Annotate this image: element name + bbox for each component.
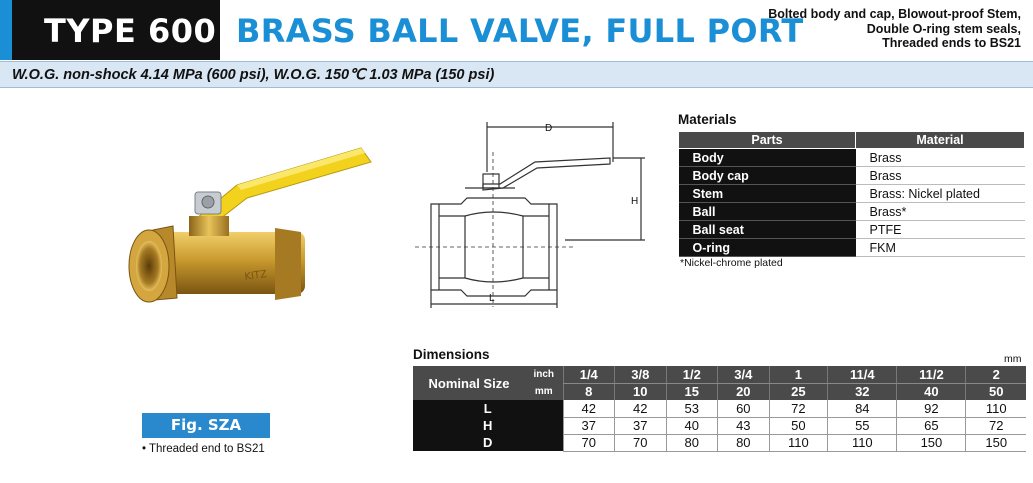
mm-size-cell: 8 <box>562 383 615 400</box>
dim-h-label: H <box>631 196 638 207</box>
table-row: H 37 37 40 43 50 55 65 72 <box>413 417 1026 435</box>
material-cell: Brass <box>855 148 1025 167</box>
mm-size-cell: 25 <box>768 383 828 400</box>
row-label: H <box>413 417 563 434</box>
value-cell: 72 <box>768 400 828 418</box>
type-label: TYPE 600 <box>44 12 217 50</box>
type-label-box: TYPE 600 <box>0 0 220 60</box>
table-row: D 70 70 80 80 110 110 150 150 <box>413 434 1026 452</box>
inch-size-cell: 2 <box>965 366 1026 384</box>
feature-note: Threaded ends to BS21 <box>882 36 1021 50</box>
part-cell: Ball <box>678 202 856 221</box>
valve-photo: KITZ <box>128 147 372 303</box>
material-cell: Brass* <box>855 202 1025 221</box>
pressure-spec: W.O.G. non-shock 4.14 MPa (600 psi), W.O… <box>12 67 495 83</box>
table-row: Body cap Brass <box>678 166 1025 185</box>
value-cell: 110 <box>965 400 1026 418</box>
mm-size-cell: 50 <box>965 383 1026 400</box>
inch-size-cell: 1/2 <box>665 366 718 384</box>
materials-heading: Materials <box>678 112 737 127</box>
material-cell: PTFE <box>855 220 1025 239</box>
dimensions-table: Nominal Size inch 1/4 3/8 1/2 3/4 1 11/4… <box>413 366 1026 452</box>
value-cell: 53 <box>665 400 718 418</box>
mm-size-cell: 40 <box>896 383 966 400</box>
part-cell: Stem <box>678 184 856 203</box>
pressure-spec-bar: W.O.G. non-shock 4.14 MPa (600 psi), W.O… <box>0 61 1033 88</box>
mm-size-cell: 20 <box>717 383 770 400</box>
value-cell: 92 <box>896 400 966 418</box>
feature-note: Bolted body and cap, Blowout-proof Stem, <box>768 7 1021 21</box>
dimensions-unit: mm <box>1004 353 1022 365</box>
row-label: D <box>413 434 563 451</box>
value-cell: 84 <box>827 400 897 418</box>
table-row: L 42 42 53 60 72 84 92 110 <box>413 400 1026 418</box>
material-cell: Brass <box>855 166 1025 185</box>
table-row: Ball seat PTFE <box>678 220 1025 239</box>
inch-size-cell: 3/8 <box>614 366 667 384</box>
table-row: Stem Brass: Nickel plated <box>678 184 1025 203</box>
col-parts: Parts <box>678 131 856 149</box>
value-cell: 55 <box>827 417 897 435</box>
value-cell: 42 <box>614 400 667 418</box>
mm-row: mm 8 10 15 20 25 32 40 50 <box>413 383 1026 400</box>
part-cell: Ball seat <box>678 220 856 239</box>
value-cell: 43 <box>717 417 770 435</box>
value-cell: 110 <box>827 434 897 452</box>
mm-size-cell: 32 <box>827 383 897 400</box>
value-cell: 150 <box>896 434 966 452</box>
inch-size-cell: 1/4 <box>562 366 615 384</box>
mm-size-cell: 10 <box>614 383 667 400</box>
feature-note: Double O-ring stem seals, <box>866 21 1021 36</box>
dim-l-label: L <box>489 293 495 304</box>
part-cell: O-ring <box>678 238 856 257</box>
value-cell: 80 <box>717 434 770 452</box>
figure-note: • Threaded end to BS21 <box>142 443 265 455</box>
col-material: Material <box>855 131 1025 149</box>
svg-text:KITZ: KITZ <box>244 269 268 283</box>
value-cell: 50 <box>768 417 828 435</box>
inch-size-cell: 1 <box>768 366 828 384</box>
value-cell: 40 <box>665 417 718 435</box>
inch-unit-label: inch <box>525 366 563 383</box>
materials-footnote: *Nickel-chrome plated <box>680 257 783 269</box>
value-cell: 80 <box>665 434 718 452</box>
value-cell: 60 <box>717 400 770 418</box>
value-cell: 42 <box>562 400 615 418</box>
material-cell: FKM <box>855 238 1025 257</box>
part-cell: Body cap <box>678 166 856 185</box>
nominal-size-label: Nominal Size <box>413 366 525 400</box>
value-cell: 37 <box>562 417 615 435</box>
value-cell: 110 <box>768 434 828 452</box>
value-cell: 72 <box>965 417 1026 435</box>
materials-table: Parts Material Body Brass Body cap Brass… <box>678 131 1025 257</box>
mm-unit-label: mm <box>525 383 563 400</box>
material-cell: Brass: Nickel plated <box>855 184 1025 203</box>
value-cell: 70 <box>614 434 667 452</box>
table-row: Body Brass <box>678 148 1025 167</box>
value-cell: 65 <box>896 417 966 435</box>
part-cell: Body <box>678 148 856 167</box>
value-cell: 150 <box>965 434 1026 452</box>
mm-size-cell: 15 <box>665 383 718 400</box>
value-cell: 70 <box>562 434 615 452</box>
dim-d-label: D <box>545 123 552 134</box>
feature-notes: Bolted body and cap, Blowout-proof Stem,… <box>768 7 1021 51</box>
value-cell: 37 <box>614 417 667 435</box>
figure-badge: Fig. SZA <box>142 413 270 438</box>
dimension-drawing: D H L <box>415 122 645 308</box>
product-title: BRASS BALL VALVE, FULL PORT <box>236 12 804 50</box>
inch-size-cell: 11/4 <box>827 366 897 384</box>
table-row: O-ring FKM <box>678 238 1025 257</box>
inch-size-cell: 11/2 <box>896 366 966 384</box>
inch-row: Nominal Size inch 1/4 3/8 1/2 3/4 1 11/4… <box>413 366 1026 400</box>
table-row: Ball Brass* <box>678 202 1025 221</box>
row-label: L <box>413 400 563 417</box>
inch-size-cell: 3/4 <box>717 366 770 384</box>
dimensions-heading: Dimensions <box>413 347 490 362</box>
